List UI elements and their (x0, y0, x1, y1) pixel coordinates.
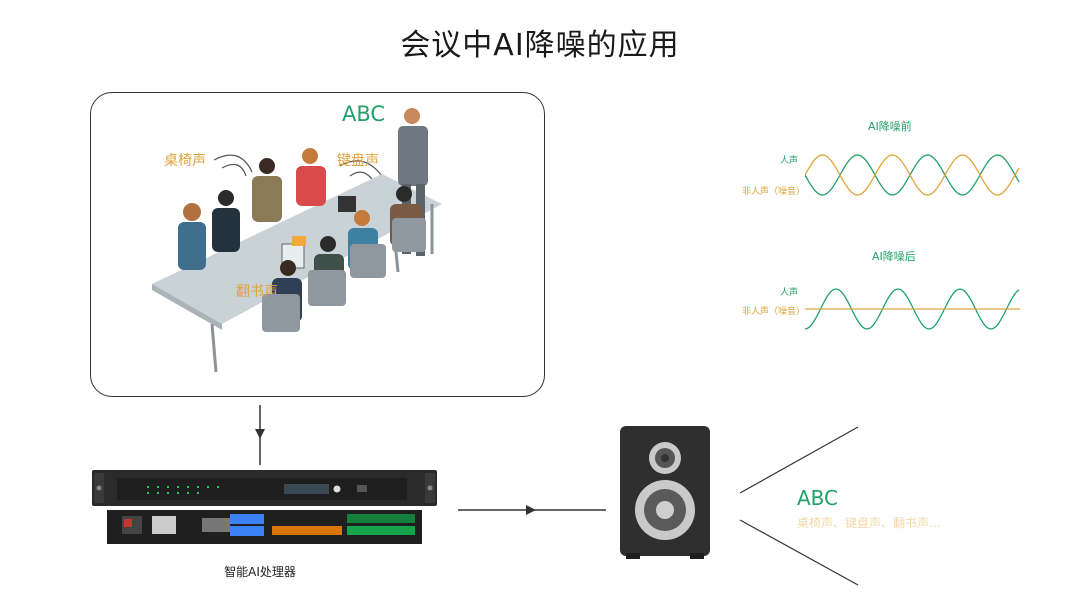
waves-before-title: AI降噪前 (868, 120, 912, 133)
output-speech-label: ABC (797, 486, 839, 510)
noise-label-keyboard: 键盘声 (337, 153, 379, 169)
table-leg (210, 323, 218, 373)
person-icon (296, 148, 326, 206)
voice-wave (805, 288, 1020, 330)
page-title: 会议中AI降噪的应用 (400, 28, 680, 63)
residual-noise-label: 桌椅声、键盘声、翻书声... (797, 516, 941, 530)
processor-label: 智能AI处理器 (224, 565, 296, 579)
device-display (284, 484, 329, 494)
chair-icon (262, 218, 426, 332)
noise-label-chair: 桌椅声 (164, 153, 206, 169)
noise-wave (805, 154, 1020, 196)
person-icon (212, 190, 240, 252)
usb-port-icon (357, 485, 367, 492)
sound-projection (739, 426, 859, 586)
waves-before-noise-label: 非人声（噪音） (742, 187, 806, 197)
speaker-icon (620, 426, 710, 559)
waves-after-voice-label: 人声 (780, 288, 799, 298)
waves-after-noise-label: 非人声（噪音） (742, 307, 806, 317)
laptop-icon (338, 196, 356, 212)
arrow-right-icon (458, 505, 606, 515)
voice-wave (805, 154, 1020, 196)
ai-processor-device (92, 470, 437, 544)
table-edge (152, 284, 222, 330)
power-knob-icon (333, 485, 341, 493)
arrow-down-icon (255, 405, 265, 465)
person-icon (178, 203, 206, 270)
waves-before-voice-label: 人声 (780, 156, 799, 166)
waves-after-plot (805, 288, 1020, 330)
speech-label: ABC (342, 102, 386, 126)
noise-label-page: 翻书声 (236, 284, 278, 300)
connector-block-icon (230, 514, 415, 536)
meeting-illustration-frame (90, 92, 545, 397)
person-icon (252, 158, 282, 222)
waves-before-plot (805, 154, 1020, 196)
meeting-illustration (152, 108, 442, 373)
waves-after-title: AI降噪后 (872, 250, 916, 263)
chart-screen-icon (292, 236, 306, 246)
led-indicator-icon (147, 486, 219, 494)
